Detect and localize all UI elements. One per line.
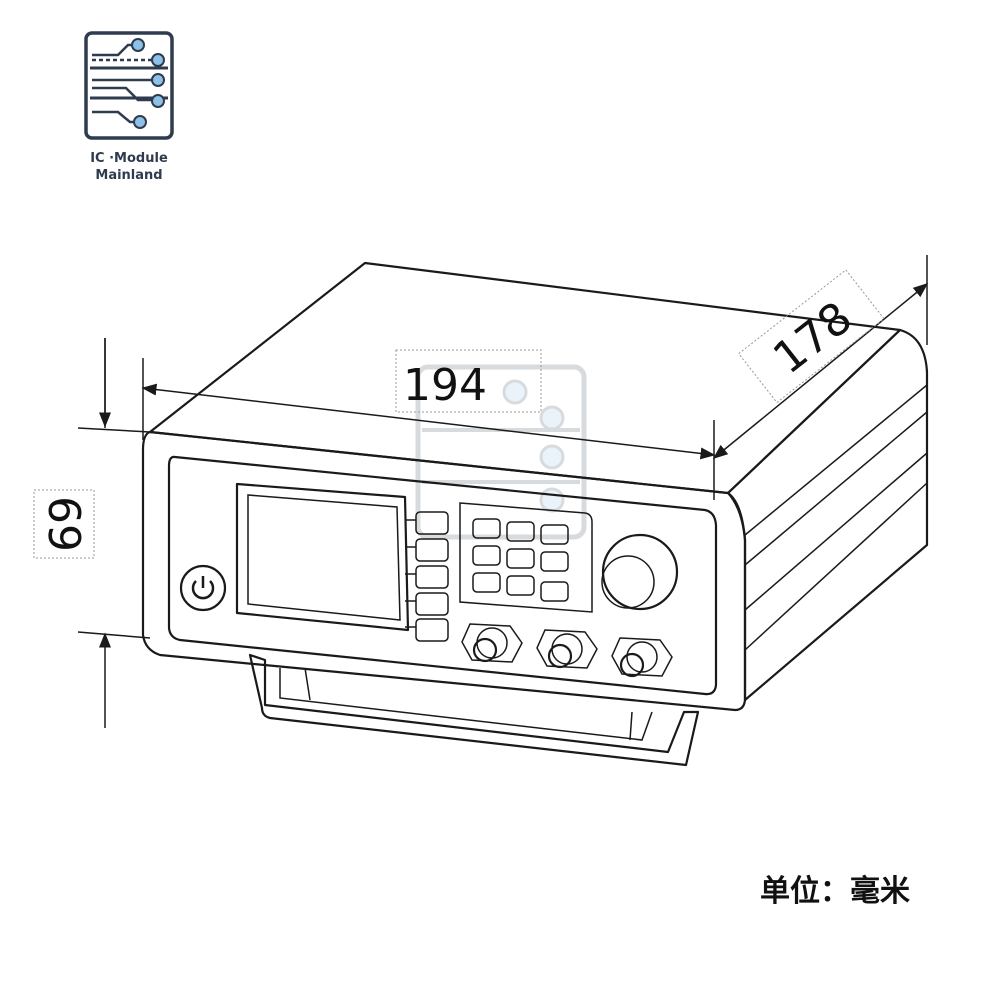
circuit-logo-icon: [84, 31, 174, 140]
keypad-key[interactable]: [472, 572, 501, 593]
bnc-connector-3: [611, 637, 673, 678]
keypad-key[interactable]: [506, 521, 535, 542]
width-dimension-label: 194: [403, 360, 487, 411]
logo-line-1: IC ·Module: [90, 151, 168, 166]
power-button[interactable]: [179, 564, 227, 612]
keypad-key[interactable]: [472, 545, 501, 566]
keypad-key[interactable]: [540, 581, 569, 602]
soft-key[interactable]: [415, 511, 449, 535]
soft-key[interactable]: [415, 565, 449, 589]
keypad-key[interactable]: [506, 548, 535, 569]
soft-key[interactable]: [415, 538, 449, 562]
depth-dimension-label: 178: [764, 292, 862, 384]
soft-key[interactable]: [415, 592, 449, 616]
keypad-key[interactable]: [506, 575, 535, 596]
keypad-key[interactable]: [540, 551, 569, 572]
dimension-width: 194: [141, 349, 716, 500]
dimension-depth: 178: [712, 255, 929, 459]
bnc-connector-1: [461, 623, 523, 663]
instrument-body: [141, 261, 929, 712]
keypad-key[interactable]: [540, 524, 569, 545]
power-icon: [191, 576, 215, 600]
bnc-connector-2: [536, 629, 598, 669]
keypad-key[interactable]: [472, 518, 501, 539]
rotary-knob[interactable]: [601, 533, 679, 611]
unit-label: 单位：毫米: [760, 874, 910, 909]
soft-key[interactable]: [415, 618, 449, 642]
keypad: [459, 502, 593, 613]
height-dimension-label: 69: [41, 496, 92, 552]
tilt-stand: [248, 653, 700, 767]
display-screen: [235, 482, 410, 632]
brand-logo: IC ·Module Mainland: [84, 31, 174, 183]
logo-line-2: Mainland: [95, 168, 162, 183]
soft-key-column: [405, 511, 449, 642]
dimension-height: 69: [33, 338, 151, 728]
